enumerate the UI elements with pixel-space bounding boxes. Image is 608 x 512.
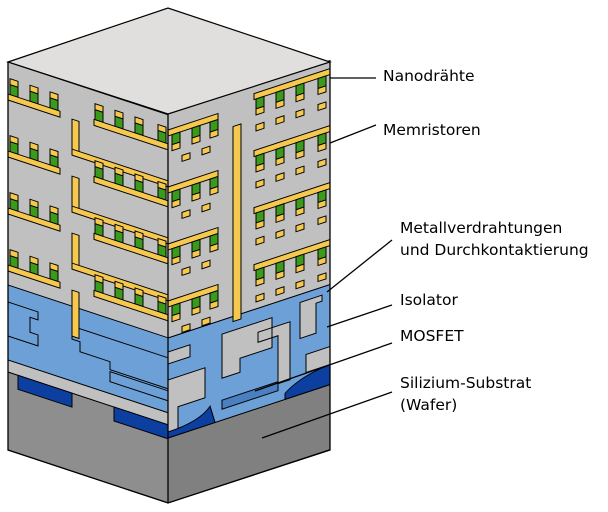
right-face <box>167 59 331 504</box>
nanowire-cap <box>255 162 265 173</box>
nanowire-cap <box>295 92 305 103</box>
nanowire-cap <box>191 248 201 259</box>
nanowire-segment <box>201 316 211 327</box>
nanowire-segment <box>255 292 265 303</box>
leader-insulator <box>326 304 393 328</box>
nanowire-segment <box>201 145 211 156</box>
nanowire-cap <box>209 299 219 310</box>
nanowire-segment <box>275 172 285 183</box>
nanowire-segment <box>201 202 211 213</box>
via <box>71 289 80 340</box>
nanowire-cap <box>275 270 285 281</box>
nanowire-segment <box>317 215 327 226</box>
label-memristors: Memristoren <box>383 121 481 139</box>
nanowire-cap <box>209 185 219 196</box>
nanowire-cap <box>317 199 327 210</box>
vertical-via <box>232 123 242 323</box>
nanowire-segment <box>255 121 265 132</box>
nanowire-segment <box>201 259 211 270</box>
nanowire-cap <box>171 312 181 323</box>
nanowire-cap <box>209 242 219 253</box>
leader-memristors <box>329 124 377 144</box>
nanowire-segment <box>275 229 285 240</box>
nanowire-cap <box>255 219 265 230</box>
nanowire-segment <box>255 235 265 246</box>
nanowire-cap <box>191 305 201 316</box>
via <box>71 175 80 212</box>
nanowire-cap <box>191 134 201 145</box>
via <box>71 232 80 269</box>
leader-mosfet <box>254 342 393 392</box>
label-insulator: Isolator <box>400 291 458 309</box>
nanowire-cap <box>255 276 265 287</box>
left-face <box>7 61 169 504</box>
nanowire-cap <box>191 191 201 202</box>
via <box>71 118 80 155</box>
nanowire-segment <box>275 115 285 126</box>
nanowire-cap <box>171 255 181 266</box>
nanowire-cap <box>295 263 305 274</box>
nanowire-cap <box>209 128 219 139</box>
nanowire-segment <box>317 158 327 169</box>
label-vias: und Durchkontaktierung <box>400 241 589 259</box>
nanowire-segment <box>181 266 191 277</box>
block-outline <box>7 62 331 504</box>
nanowire-segment <box>181 323 191 334</box>
insulator-holes <box>167 294 331 433</box>
nanowire-cap <box>295 206 305 217</box>
label-substrate: Silizium-Substrat <box>400 374 532 392</box>
nanowire-segment <box>295 165 305 176</box>
nanowire-segment <box>317 272 327 283</box>
label-mosfet: MOSFET <box>400 327 464 345</box>
nanowire-segment <box>295 279 305 290</box>
label-nanowires: Nanodrähte <box>383 67 475 85</box>
nanowire-cap <box>171 198 181 209</box>
mosfet-source <box>167 405 216 439</box>
nanowire-cap <box>317 85 327 96</box>
nanowire-segment <box>181 152 191 163</box>
nanowire-cap <box>275 213 285 224</box>
leader-lines <box>254 77 393 439</box>
nanowire-segment <box>295 108 305 119</box>
nanowire-segment <box>317 101 327 112</box>
leader-substrate <box>261 391 393 439</box>
nanowire-segment <box>295 222 305 233</box>
doped-well-left <box>17 374 73 408</box>
nanowire-cap <box>255 105 265 116</box>
nanowire-cap <box>317 142 327 153</box>
nanowire-cap <box>275 156 285 167</box>
leader-metal <box>326 239 393 293</box>
nanowire-segment <box>181 209 191 220</box>
nanowire-cap <box>171 141 181 152</box>
nanowire-segment <box>275 286 285 297</box>
nanowire-segment <box>255 178 265 189</box>
nanowire-cap <box>317 256 327 267</box>
label-metal-wiring: Metallverdrahtungen <box>400 219 563 237</box>
label-wafer: (Wafer) <box>400 396 458 414</box>
mosfet-gate <box>221 381 279 410</box>
nanowire-cap <box>275 99 285 110</box>
nanowire-cap <box>295 149 305 160</box>
